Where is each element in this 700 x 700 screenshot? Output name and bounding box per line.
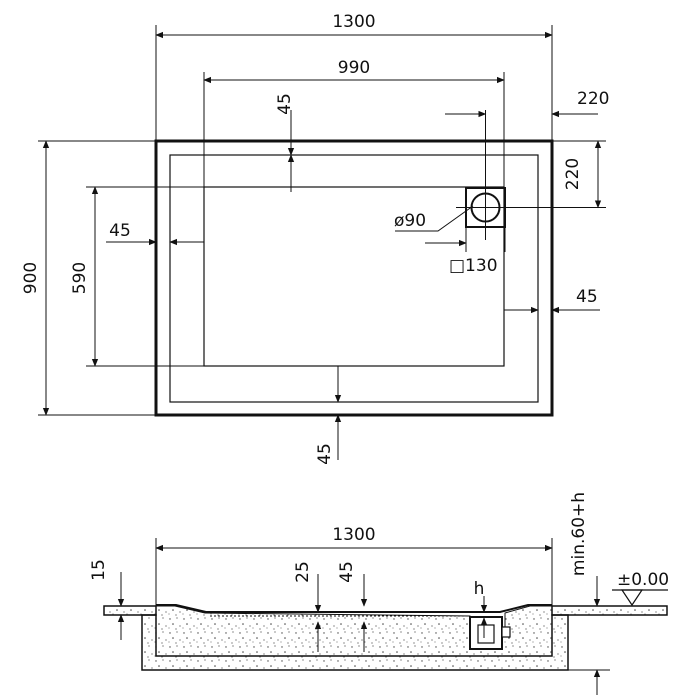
dim-1300-label: 1300 xyxy=(332,12,375,32)
dim-900-label: 900 xyxy=(21,262,41,294)
dim-15-label: 15 xyxy=(89,559,109,581)
dim-inner-width: 990 xyxy=(203,58,505,187)
dim-45-right-label: 45 xyxy=(576,287,598,307)
dim-depth-25: 25 xyxy=(293,561,322,652)
level-triangle-icon xyxy=(620,589,644,607)
dim-rim-thickness: 15 xyxy=(89,559,125,640)
tray-outer-outline xyxy=(154,139,554,417)
drain-square-callout: □130 xyxy=(425,227,506,276)
drain-square-label: □130 xyxy=(449,256,498,276)
dim-min-label: min.60+h xyxy=(569,492,589,576)
dim-h-label: h xyxy=(474,579,485,599)
floor-level-marker: ±0.00 xyxy=(612,570,669,607)
dim-overall-width: 1300 xyxy=(155,12,553,141)
dim-drain-vertical: 220 xyxy=(520,140,606,209)
dim-min-depth: min.60+h xyxy=(568,492,610,695)
dim-25-label: 25 xyxy=(293,561,313,583)
floor-level-label: ±0.00 xyxy=(617,570,669,590)
drain-diameter-callout: ø90 xyxy=(394,205,474,232)
drain-diameter-label: ø90 xyxy=(394,211,426,231)
dim-top-rim: 45 xyxy=(275,93,295,192)
tray-profile xyxy=(156,604,552,613)
dim-section-45-label: 45 xyxy=(337,561,357,583)
dim-h: h xyxy=(474,579,488,638)
floor-left xyxy=(103,605,157,616)
dim-220-horizontal-label: 220 xyxy=(577,89,609,109)
dim-45-top-label: 45 xyxy=(275,93,295,115)
section-view: 1300 15 25 45 xyxy=(89,492,669,695)
dim-bottom-rim: 45 xyxy=(315,366,342,465)
dim-section-1300-label: 1300 xyxy=(332,525,375,545)
tray-basin xyxy=(203,186,505,367)
dim-inner-height: 590 xyxy=(70,186,204,367)
plan-view: 1300 990 45 220 220 xyxy=(21,12,609,465)
dim-990-label: 990 xyxy=(338,58,370,78)
tray-inner-rim xyxy=(169,154,539,403)
dim-right-rim: 45 xyxy=(504,287,600,314)
dim-220-vertical-label: 220 xyxy=(563,158,583,190)
dim-overall-height: 900 xyxy=(21,140,156,416)
dim-drain-horizontal: 220 xyxy=(445,89,609,176)
dim-590-label: 590 xyxy=(70,262,90,294)
dim-45-left-label: 45 xyxy=(109,221,131,241)
dim-section-width: 1300 xyxy=(155,525,553,606)
dim-depth-45: 45 xyxy=(337,561,368,652)
floor-right xyxy=(551,605,668,616)
dim-45-bottom-label: 45 xyxy=(315,443,335,465)
tray-bedding xyxy=(155,605,553,657)
dim-left-rim: 45 xyxy=(106,221,204,246)
